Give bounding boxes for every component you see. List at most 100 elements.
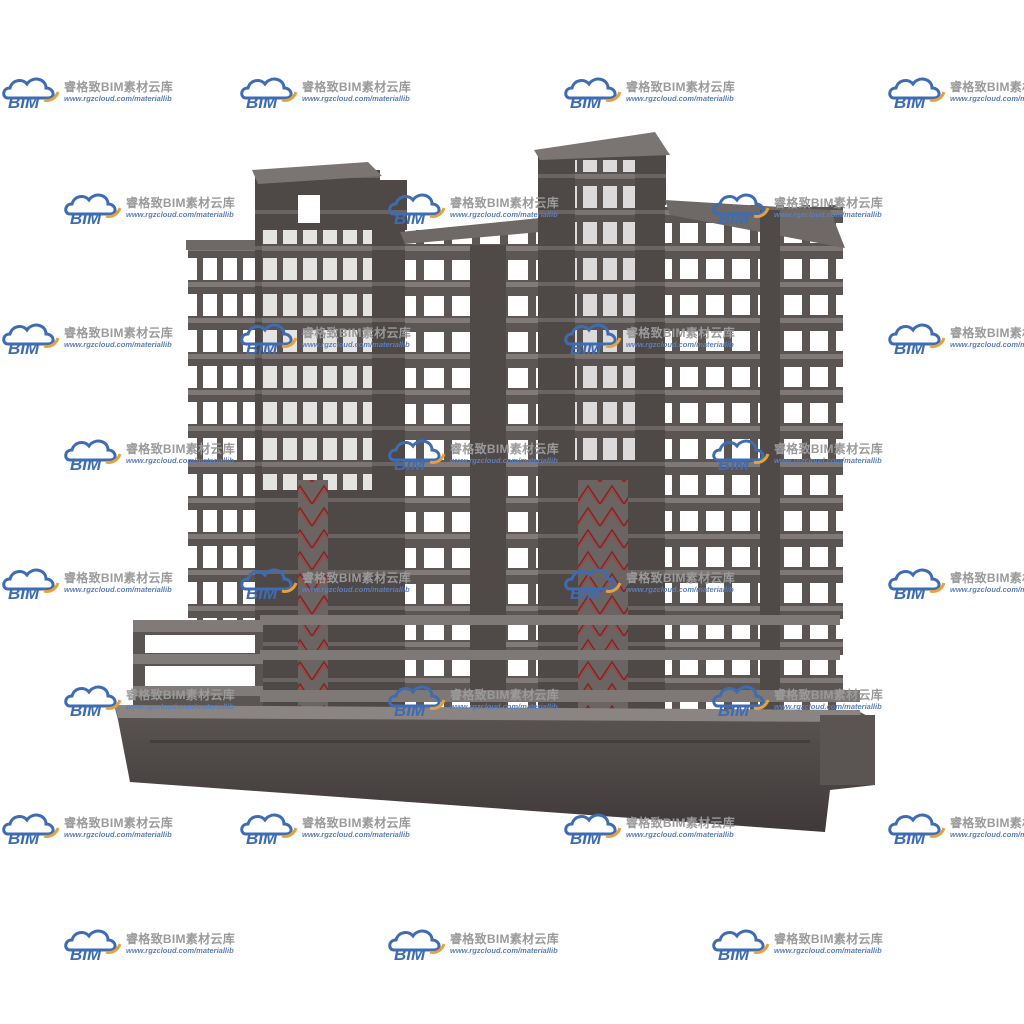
watermark-brand: 睿格致BIM素材云库 [126, 196, 235, 210]
watermark-brand: 睿格致BIM素材云库 [950, 816, 1024, 830]
bim-cloud-logo-icon: BIM [888, 813, 946, 848]
watermark-brand: 睿格致BIM素材云库 [126, 442, 235, 456]
bim-cloud-logo-icon: BIM [888, 568, 946, 603]
logo-text: BIM [70, 209, 102, 228]
logo-text: BIM [570, 584, 602, 603]
watermark-url: www.rgzcloud.com/materiallib [774, 456, 882, 465]
bim-cloud-logo-icon: BIM [240, 813, 298, 848]
logo-text: BIM [246, 93, 278, 112]
bim-cloud-logo-icon: BIM [388, 685, 446, 720]
watermark-url: www.rgzcloud.com/materiallib [950, 340, 1024, 349]
watermark-brand: 睿格致BIM素材云库 [64, 571, 173, 585]
bim-cloud-logo-icon: BIM [712, 439, 770, 474]
bim-cloud-logo-icon: BIM [64, 685, 122, 720]
watermark-url: www.rgzcloud.com/materiallib [774, 946, 882, 955]
bim-cloud-logo-icon: BIM [2, 77, 60, 112]
bim-cloud-logo-icon: BIM [388, 929, 446, 964]
watermark-url: www.rgzcloud.com/materiallib [302, 94, 410, 103]
watermark-brand: 睿格致BIM素材云库 [950, 571, 1024, 585]
bim-cloud-logo-icon: BIM [240, 568, 298, 603]
watermark-brand: 睿格致BIM素材云库 [302, 816, 411, 830]
bim-cloud-logo-icon: BIM [2, 813, 60, 848]
logo-text: BIM [246, 584, 278, 603]
watermark-brand: 睿格致BIM素材云库 [626, 326, 735, 340]
watermark-url: www.rgzcloud.com/materiallib [950, 94, 1024, 103]
logo-text: BIM [8, 339, 40, 358]
watermark-brand: 睿格致BIM素材云库 [450, 196, 559, 210]
watermark-brand: 睿格致BIM素材云库 [950, 326, 1024, 340]
watermark: BIM 睿格致BIM素材云库 www.rgzcloud.com/material… [62, 188, 252, 228]
bim-cloud-logo-icon: BIM [2, 568, 60, 603]
watermark-url: www.rgzcloud.com/materiallib [626, 340, 734, 349]
watermark: BIM 睿格致BIM素材云库 www.rgzcloud.com/material… [238, 318, 428, 358]
logo-text: BIM [70, 701, 102, 720]
logo-text: BIM [894, 584, 926, 603]
watermark: BIM 睿格致BIM素材云库 www.rgzcloud.com/material… [562, 318, 752, 358]
watermark-brand: 睿格致BIM素材云库 [64, 326, 173, 340]
logo-text: BIM [246, 339, 278, 358]
watermark: BIM 睿格致BIM素材云库 www.rgzcloud.com/material… [562, 563, 752, 603]
watermark-url: www.rgzcloud.com/materiallib [64, 585, 172, 594]
logo-text: BIM [394, 209, 426, 228]
watermark-url: www.rgzcloud.com/materiallib [450, 210, 558, 219]
watermark-brand: 睿格致BIM素材云库 [774, 442, 883, 456]
watermark-url: www.rgzcloud.com/materiallib [626, 585, 734, 594]
bim-cloud-logo-icon: BIM [2, 323, 60, 358]
logo-text: BIM [8, 829, 40, 848]
watermark-url: www.rgzcloud.com/materiallib [64, 94, 172, 103]
watermark: BIM 睿格致BIM素材云库 www.rgzcloud.com/material… [62, 680, 252, 720]
bim-cloud-logo-icon: BIM [888, 323, 946, 358]
logo-text: BIM [570, 339, 602, 358]
watermark-url: www.rgzcloud.com/materiallib [450, 456, 558, 465]
logo-text: BIM [8, 93, 40, 112]
watermark-brand: 睿格致BIM素材云库 [302, 571, 411, 585]
watermark: BIM 睿格致BIM素材云库 www.rgzcloud.com/material… [886, 72, 1024, 112]
bim-cloud-logo-icon: BIM [564, 568, 622, 603]
logo-text: BIM [70, 455, 102, 474]
bim-cloud-logo-icon: BIM [240, 323, 298, 358]
watermark-url: www.rgzcloud.com/materiallib [950, 830, 1024, 839]
logo-text: BIM [394, 701, 426, 720]
watermark-brand: 睿格致BIM素材云库 [774, 932, 883, 946]
watermark-url: www.rgzcloud.com/materiallib [302, 340, 410, 349]
watermark-brand: 睿格致BIM素材云库 [626, 80, 735, 94]
logo-text: BIM [394, 945, 426, 964]
watermark: BIM 睿格致BIM素材云库 www.rgzcloud.com/material… [710, 434, 900, 474]
watermark-url: www.rgzcloud.com/materiallib [774, 702, 882, 711]
logo-text: BIM [894, 339, 926, 358]
watermark: BIM 睿格致BIM素材云库 www.rgzcloud.com/material… [386, 680, 576, 720]
watermark-brand: 睿格致BIM素材云库 [450, 688, 559, 702]
bim-cloud-logo-icon: BIM [64, 193, 122, 228]
logo-text: BIM [570, 93, 602, 112]
logo-text: BIM [718, 209, 750, 228]
watermark-brand: 睿格致BIM素材云库 [450, 442, 559, 456]
bim-cloud-logo-icon: BIM [388, 439, 446, 474]
watermark-brand: 睿格致BIM素材云库 [774, 196, 883, 210]
watermark-brand: 睿格致BIM素材云库 [774, 688, 883, 702]
watermark-url: www.rgzcloud.com/materiallib [302, 830, 410, 839]
logo-text: BIM [8, 584, 40, 603]
bim-cloud-logo-icon: BIM [564, 77, 622, 112]
watermark-brand: 睿格致BIM素材云库 [950, 80, 1024, 94]
logo-text: BIM [718, 455, 750, 474]
watermark: BIM 睿格致BIM素材云库 www.rgzcloud.com/material… [0, 808, 190, 848]
bim-cloud-logo-icon: BIM [564, 323, 622, 358]
watermark-url: www.rgzcloud.com/materiallib [450, 946, 558, 955]
watermark: BIM 睿格致BIM素材云库 www.rgzcloud.com/material… [710, 188, 900, 228]
bim-cloud-logo-icon: BIM [240, 77, 298, 112]
logo-text: BIM [894, 829, 926, 848]
logo-text: BIM [394, 455, 426, 474]
watermark-brand: 睿格致BIM素材云库 [626, 816, 735, 830]
watermark: BIM 睿格致BIM素材云库 www.rgzcloud.com/material… [62, 924, 252, 964]
watermark: BIM 睿格致BIM素材云库 www.rgzcloud.com/material… [0, 563, 190, 603]
logo-text: BIM [718, 701, 750, 720]
watermark: BIM 睿格致BIM素材云库 www.rgzcloud.com/material… [886, 563, 1024, 603]
watermark-url: www.rgzcloud.com/materiallib [64, 830, 172, 839]
watermark-url: www.rgzcloud.com/materiallib [626, 830, 734, 839]
watermark-url: www.rgzcloud.com/materiallib [302, 585, 410, 594]
watermark: BIM 睿格致BIM素材云库 www.rgzcloud.com/material… [886, 318, 1024, 358]
logo-text: BIM [246, 829, 278, 848]
bim-cloud-logo-icon: BIM [712, 929, 770, 964]
watermark: BIM 睿格致BIM素材云库 www.rgzcloud.com/material… [0, 318, 190, 358]
